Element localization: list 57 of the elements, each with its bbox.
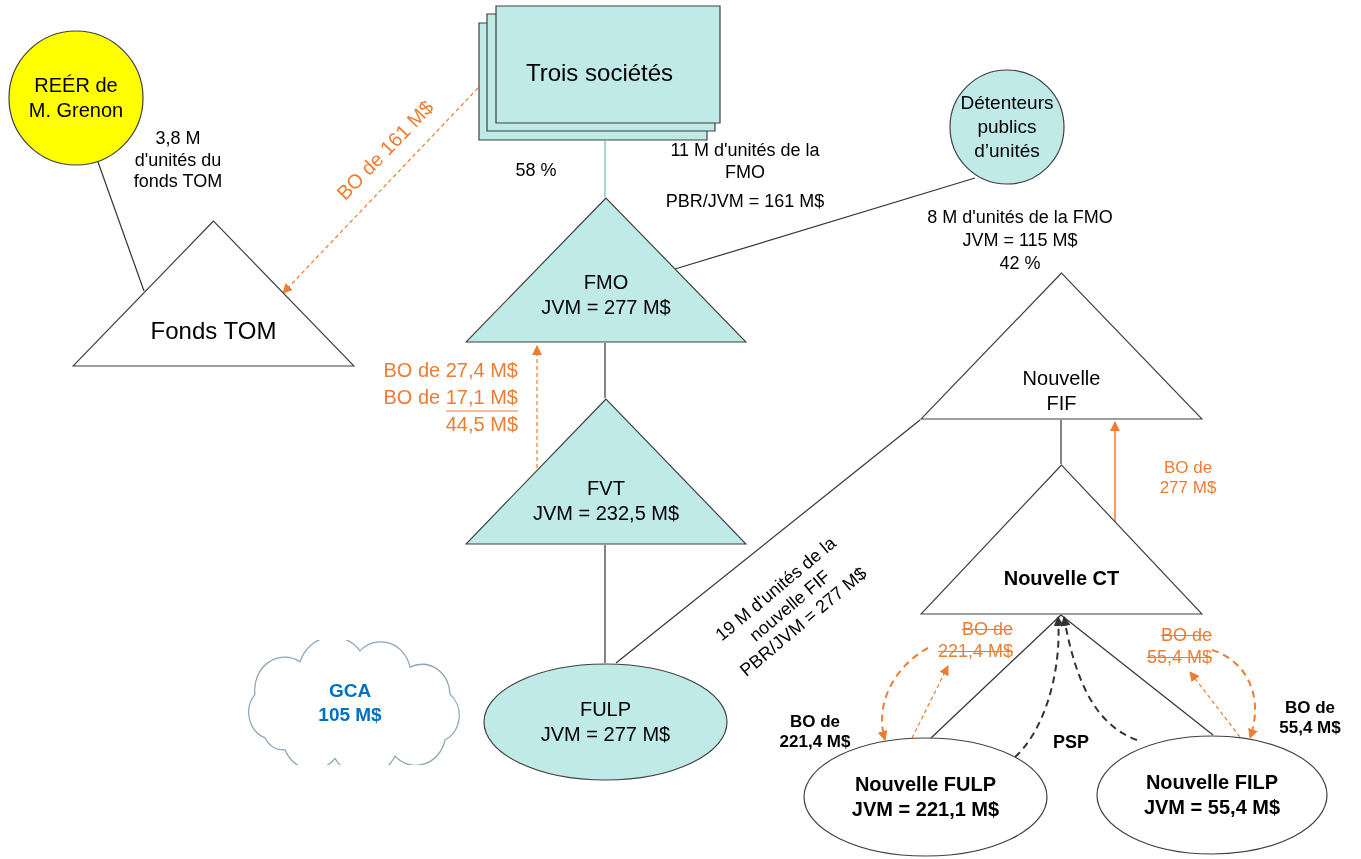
node-label: JVM = 55,4 M$	[1143, 795, 1281, 820]
ellipse-node	[483, 663, 728, 781]
connector-line	[604, 544, 606, 664]
arrow	[911, 665, 949, 739]
node-label: 105 M$	[318, 702, 382, 727]
arrow	[282, 87, 479, 294]
text-label: BO de 221,4 M$	[778, 712, 852, 753]
text-label: 58 %	[514, 160, 558, 182]
text-label: 8 M d'unités de la FMO	[926, 207, 1114, 229]
arrow	[1110, 421, 1120, 523]
node-label: Nouvelle CT	[1003, 566, 1120, 591]
circle-node	[949, 69, 1065, 185]
stacked-box	[478, 5, 721, 141]
text-label: BO de 55,4 M$	[1278, 698, 1342, 739]
node-label: JVM = 277 M$	[541, 295, 671, 320]
connector-line	[604, 342, 606, 399]
connector-line	[615, 419, 921, 664]
connector-line	[604, 140, 606, 198]
arrow	[878, 647, 929, 741]
arrow	[1060, 616, 1138, 741]
text-label: 44,5 M$	[444, 412, 518, 436]
text-label: 42 %	[998, 253, 1042, 275]
node-label: JVM = 232,5 M$	[532, 501, 680, 526]
node-label: REÉR de M. Grenon	[27, 73, 125, 123]
connector-line	[930, 614, 1062, 739]
arrow	[1014, 616, 1064, 758]
connector-line	[1060, 614, 1214, 736]
ellipse-node	[1096, 735, 1328, 855]
text-label: PBR/JVM = 161 M$	[664, 191, 826, 213]
connector-line	[97, 161, 145, 292]
node-label: JVM = 277 M$	[540, 722, 671, 747]
text-label: PSP	[1052, 732, 1090, 754]
triangle-node	[920, 272, 1203, 420]
node-label: FMO	[583, 270, 629, 295]
node-label: Nouvelle FULP	[854, 772, 997, 797]
node-label: Trois sociétés	[525, 58, 674, 88]
connector-line	[1060, 419, 1062, 465]
connector-line	[674, 177, 976, 270]
node-label: GCA	[328, 678, 372, 703]
node-label: FVT	[587, 476, 625, 501]
node-label: Détenteurs publics d’unités	[959, 91, 1055, 163]
node-label: BO de 221,4 M$	[936, 617, 1013, 663]
node-label: FULP	[579, 697, 632, 722]
arrow	[532, 345, 542, 469]
node-label: Nouvelle FIF	[1021, 366, 1102, 416]
text-label: JVM = 115 M$	[961, 230, 1079, 252]
triangle-node	[72, 220, 355, 367]
arrow	[1189, 671, 1241, 738]
node-label: JVM = 221,1 M$	[851, 797, 1000, 822]
node-label: Fonds TOM	[150, 316, 277, 346]
text-label: 3,8 M d'unités du fonds TOM	[132, 128, 224, 193]
node-label: BO de 55,4 M$	[1145, 623, 1212, 669]
node-label: Nouvelle FILP	[1145, 770, 1279, 795]
text-label: 11 M d'unités de la FMO	[669, 140, 821, 184]
text-label: BO de 27,4 M$	[382, 358, 518, 382]
arrow	[1211, 649, 1258, 739]
text-label: BO de 17,1 M$	[382, 385, 518, 409]
